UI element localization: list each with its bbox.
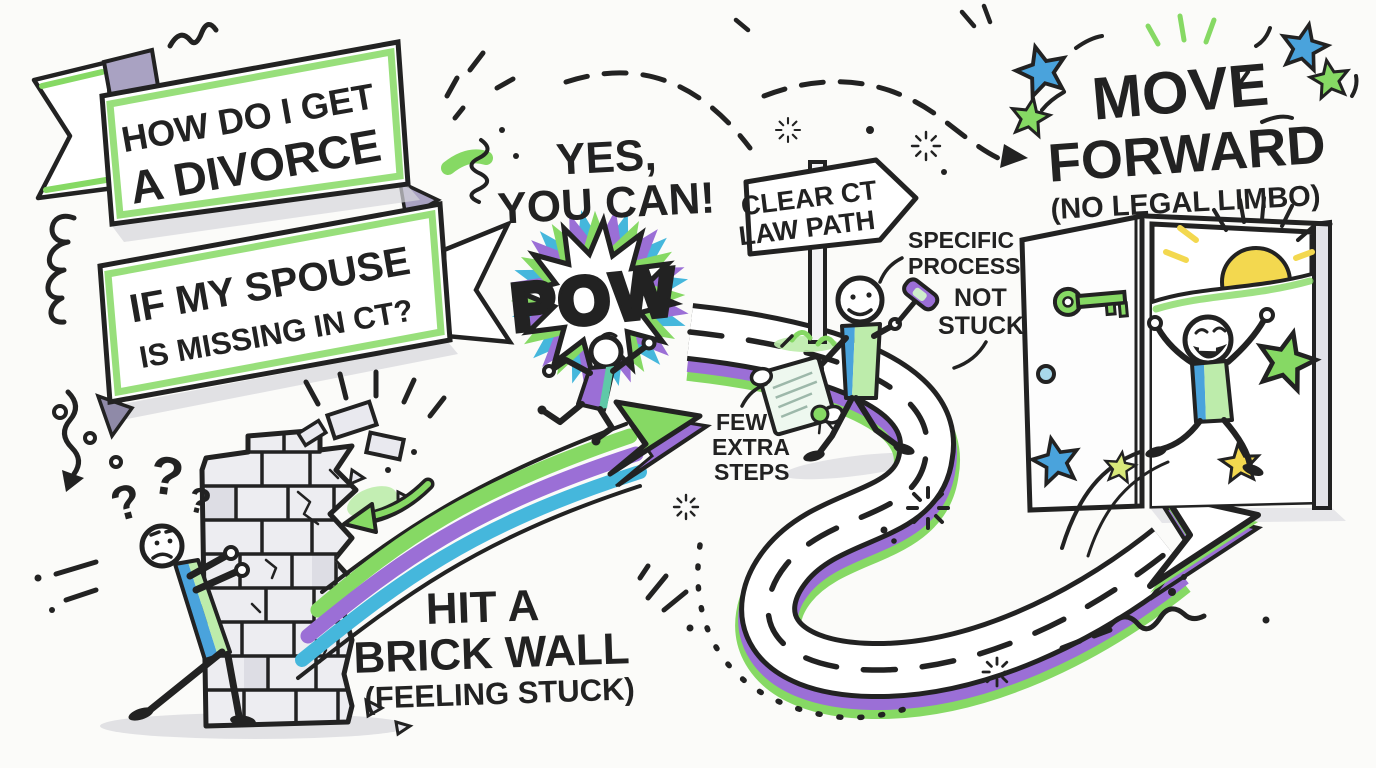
not-stuck-line1: NOT — [954, 284, 1007, 312]
few-extra-steps-line2: EXTRA — [712, 434, 790, 460]
affirmation-text: YES, YOU CAN! — [496, 130, 716, 233]
outcome-text: MOVE FORWARD (NO LEGAL LIMBO) — [1006, 13, 1359, 226]
affirmation-line1: YES, — [555, 130, 658, 184]
green-scribble — [441, 138, 493, 204]
gavel-icon — [895, 277, 940, 325]
star-icon — [1009, 38, 1074, 101]
leaping-figure — [537, 331, 657, 446]
few-extra-steps-line1: FEW — [716, 409, 767, 435]
obstacle-line1: HIT A — [425, 581, 540, 634]
signpost: CLEAR CT LAW PATH — [737, 157, 919, 352]
outcome-line1: MOVE — [1089, 51, 1271, 133]
open-door — [1019, 196, 1333, 558]
callout-not-stuck: NOT STUCK! — [938, 284, 1032, 370]
question-mark-icon: ? — [105, 474, 147, 533]
specific-process-line1: SPECIFIC — [908, 227, 1014, 253]
scroll-icon — [749, 355, 845, 437]
pow-burst: POW — [493, 191, 707, 405]
star-icon — [1275, 17, 1334, 74]
pow-label: POW — [508, 254, 681, 345]
title-banner: HOW DO I GET A DIVORCE IF MY SPOUSE IS M… — [31, 39, 515, 440]
key-icon — [1052, 286, 1129, 319]
callout-few-extra-steps: FEW EXTRA STEPS — [712, 382, 790, 485]
not-stuck-line2: STUCK! — [938, 312, 1032, 340]
affirmation-line2: YOU CAN! — [496, 173, 716, 233]
doorknob-icon — [1036, 364, 1056, 384]
walking-figure — [749, 275, 940, 462]
winding-road — [672, 303, 1270, 721]
few-extra-steps-line3: STEPS — [714, 459, 789, 485]
doodle-squiggles — [45, 22, 519, 325]
obstacle-line2: BRICK WALL — [353, 624, 631, 683]
dashed-flight-path — [563, 3, 1028, 175]
celebrating-figure — [1145, 307, 1275, 477]
specific-process-line2: PROCESS — [908, 253, 1020, 279]
star-icon — [1006, 93, 1054, 139]
breakthrough-arrow — [295, 399, 712, 680]
callout-specific-process: SPECIFIC PROCESS — [878, 227, 1020, 284]
question-mark-icon: ? — [146, 444, 187, 508]
